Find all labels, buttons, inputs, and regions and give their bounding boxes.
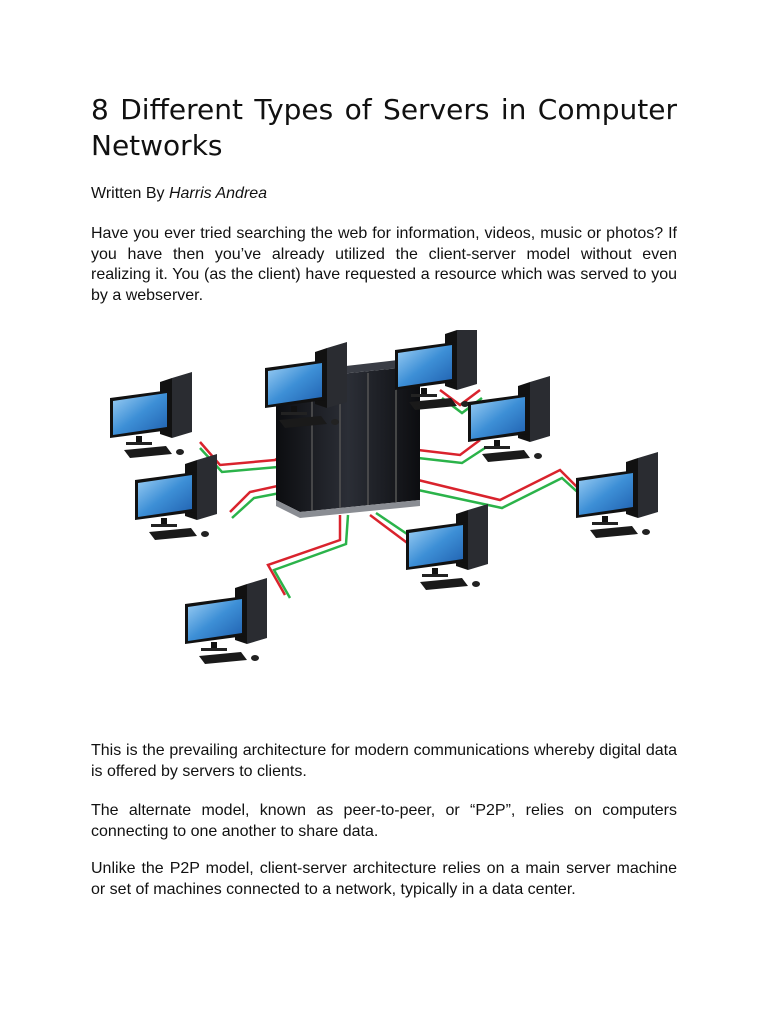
paragraph-p2p: The alternate model, known as peer-to-pe…: [91, 802, 677, 840]
client-computer-icon: [406, 504, 488, 590]
client-computer-icon: [135, 454, 217, 540]
paragraph-architecture: This is the prevailing architecture for …: [91, 742, 677, 780]
server-rack-icon: [276, 360, 420, 518]
client-server-network-illustration-icon: [110, 324, 658, 664]
client-computer-icon: [576, 452, 658, 538]
byline-prefix: Written By: [91, 185, 165, 202]
client-computer-icon: [110, 372, 192, 458]
network-diagram-image: [100, 324, 670, 710]
paragraph-intro: Have you ever tried searching the web fo…: [91, 225, 677, 304]
author-name: Harris Andrea: [168, 185, 268, 202]
byline: Written By Harris Andrea: [91, 184, 267, 204]
paragraph-client-server: Unlike the P2P model, client-server arch…: [91, 860, 677, 898]
client-computer-icon: [468, 376, 550, 462]
page-title: 8 Different Types of Servers in Computer…: [91, 93, 677, 162]
client-computer-icon: [185, 578, 267, 664]
